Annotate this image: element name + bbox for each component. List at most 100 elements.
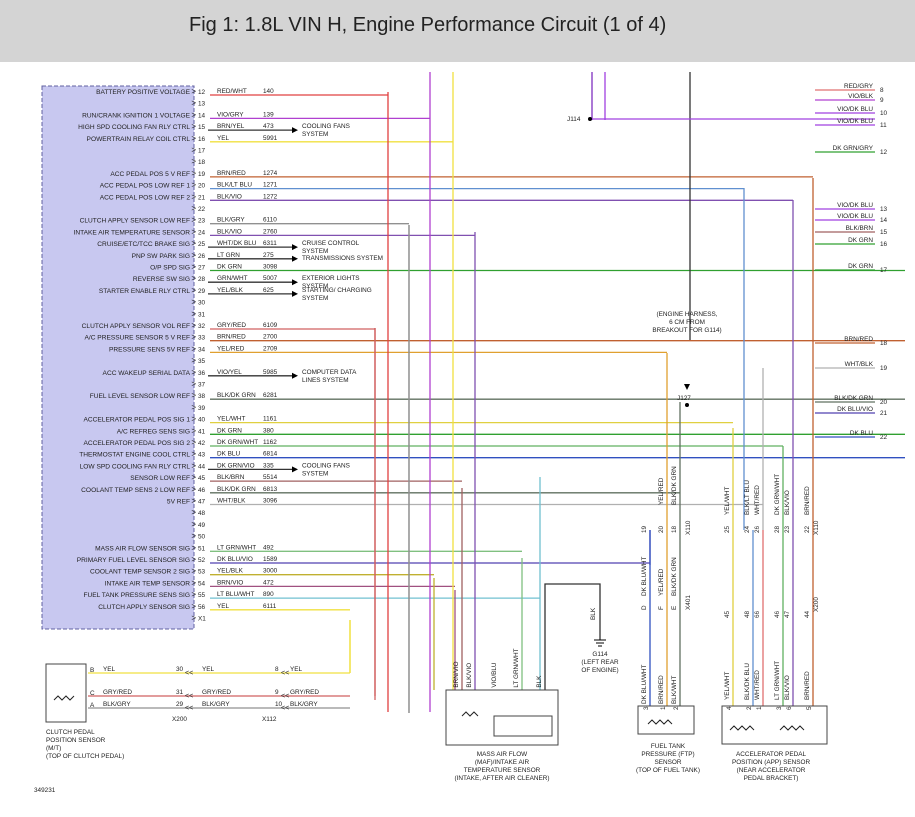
- destination-label: SYSTEM: [302, 248, 328, 255]
- pcm-pin-label: BATTERY POSITIVE VOLTAGE: [96, 89, 191, 96]
- app-name: POSITION (APP) SENSOR: [732, 759, 811, 766]
- ftp-wire-label: BLK/WHT: [671, 675, 678, 704]
- app-x110-wire: YEL/WHT: [724, 486, 731, 515]
- pcm-box: [41, 85, 195, 630]
- circuit-number: 1272: [263, 193, 278, 200]
- wire-color-label: GRY/RED: [217, 322, 246, 329]
- circuit-number: 625: [263, 287, 274, 294]
- wire-color-label: WHT/DK BLU: [217, 240, 257, 247]
- wire-color-label: VIO/GRY: [217, 111, 244, 118]
- pcm-pin-number: 44: [198, 463, 206, 470]
- circuit-number: 5985: [263, 369, 278, 376]
- pcm-connector-mark: >: [191, 543, 196, 552]
- pcm-pin-number: 20: [198, 183, 206, 190]
- ftp-name: SENSOR: [655, 759, 682, 766]
- circuit-number: 1274: [263, 170, 278, 177]
- app-pin-c1: 22: [804, 525, 811, 533]
- pcm-pin-number: 15: [198, 124, 206, 131]
- right-wire-label: DK BLU/VIO: [837, 406, 873, 413]
- pcm-pin-label: RUN/CRANK IGNITION 1 VOLTAGE: [82, 112, 190, 119]
- pcm-pin-number: 38: [198, 393, 206, 400]
- circuit-number: 5514: [263, 474, 278, 481]
- wire-color-label: BLK/DK GRN: [217, 486, 256, 493]
- pcm-pin-label: 5V REF: [167, 499, 190, 506]
- ftp-x401-wire: YEL/RED: [658, 568, 665, 596]
- pcm-pin-label: INTAKE AIR TEMPERATURE SENSOR: [73, 229, 190, 236]
- pcm-pin-number: 56: [198, 604, 206, 611]
- pcm-pin-number: 17: [198, 148, 206, 155]
- ftp-pin-c2: D: [641, 605, 648, 610]
- pcm-connector-mark: >: [191, 426, 196, 435]
- pcm-connector-mark: >: [191, 344, 196, 353]
- pcm-connector-mark: >: [191, 169, 196, 178]
- wire-color-label: VIO/YEL: [217, 369, 242, 376]
- right-wire-label: RED/GRY: [844, 83, 874, 90]
- circuit-number: 6111: [263, 603, 277, 610]
- pcm-pin-number: 55: [198, 592, 206, 599]
- pcm-pin-label: PNP SW PARK SIG: [132, 253, 190, 260]
- figure-id: 349231: [34, 787, 56, 794]
- arrow-icon: [292, 127, 298, 134]
- pcm-connector-mark: >: [191, 508, 196, 517]
- pcm-connector-mark: >: [191, 567, 196, 576]
- connector-pin: 10: [275, 701, 283, 708]
- maf-element: [493, 715, 553, 737]
- circuit-number: 473: [263, 123, 274, 130]
- pcm-connector-mark: >: [191, 309, 196, 318]
- pcm-pin-number: 54: [198, 580, 206, 587]
- pcm-pin-number: 12: [198, 89, 206, 96]
- pcm-pin-label: A/C REFREG SENS SIG: [117, 428, 190, 435]
- pcm-pin-label: MASS AIR FLOW SENSOR SIG: [95, 545, 190, 552]
- app-pin-c1: 23: [784, 525, 791, 533]
- splice-j127-label: J127: [677, 395, 691, 402]
- destination-label: COOLING FANS: [302, 462, 350, 469]
- wire-color-label: RED/WHT: [217, 88, 247, 95]
- pcm-pin-number: 26: [198, 253, 206, 260]
- circuit-number: 2700: [263, 334, 278, 341]
- clutch-sensor-box: [45, 663, 87, 723]
- pcm-pin-number: 42: [198, 440, 206, 447]
- right-wire-label: VIO/DK BLU: [837, 118, 873, 125]
- pcm-pin-number: 40: [198, 417, 206, 424]
- pcm-connector-mark: >: [191, 110, 196, 119]
- circuit-number: 275: [263, 252, 274, 259]
- pcm-pin-number: 50: [198, 534, 206, 541]
- pcm-connector-mark: >: [191, 555, 196, 564]
- pcm-connector-mark: >: [191, 356, 196, 365]
- circuit-number: 890: [263, 591, 274, 598]
- right-pin-number: 8: [880, 87, 884, 94]
- maf-name: (MAF)/INTAKE AIR: [475, 759, 530, 766]
- arrow-icon: [292, 372, 298, 379]
- pcm-pin-number: 46: [198, 487, 206, 494]
- pcm-pin-label: ACC PEDAL POS LOW REF 2: [100, 194, 191, 201]
- harness-note: (ENGINE HARNESS,: [656, 311, 717, 318]
- pcm-pin-label: ACCELERATOR PEDAL POS SIG 1: [83, 417, 190, 424]
- destination-label: TRANSMISSIONS SYSTEM: [302, 255, 383, 262]
- circuit-number: 472: [263, 579, 274, 586]
- connector-mark: <<: [185, 693, 193, 700]
- app-pin: 5: [806, 706, 813, 710]
- ftp-sensor-box: [637, 705, 695, 735]
- circuit-number: 6281: [263, 392, 278, 399]
- right-wire-label: VIO/BLK: [848, 93, 874, 100]
- circuit-number: 1161: [263, 416, 277, 423]
- app-pin-c2: 66: [754, 610, 761, 618]
- right-pin-number: 21: [880, 410, 888, 417]
- wire-color-label: DK BLU: [217, 451, 240, 458]
- connector-pin: 9: [275, 689, 279, 696]
- ftp-wire-label: BRN/RED: [658, 675, 665, 704]
- arrow-icon: [292, 244, 298, 251]
- clutch-location: (TOP OF CLUTCH PEDAL): [46, 753, 124, 760]
- pcm-pin-label: LOW SPD COOLING FAN RLY CTRL: [80, 463, 191, 470]
- pcm-connector-mark: >: [191, 520, 196, 529]
- clutch-wire-label: YEL: [290, 666, 303, 673]
- pcm-pin-number: 37: [198, 382, 206, 389]
- connector-mark: <<: [281, 693, 289, 700]
- right-wire-label: VIO/DK BLU: [837, 106, 873, 113]
- connector-label: X112: [262, 716, 277, 723]
- pcm-pin-number: X1: [198, 616, 206, 623]
- wire-layer: [88, 72, 905, 713]
- pcm-pin-number: 25: [198, 241, 206, 248]
